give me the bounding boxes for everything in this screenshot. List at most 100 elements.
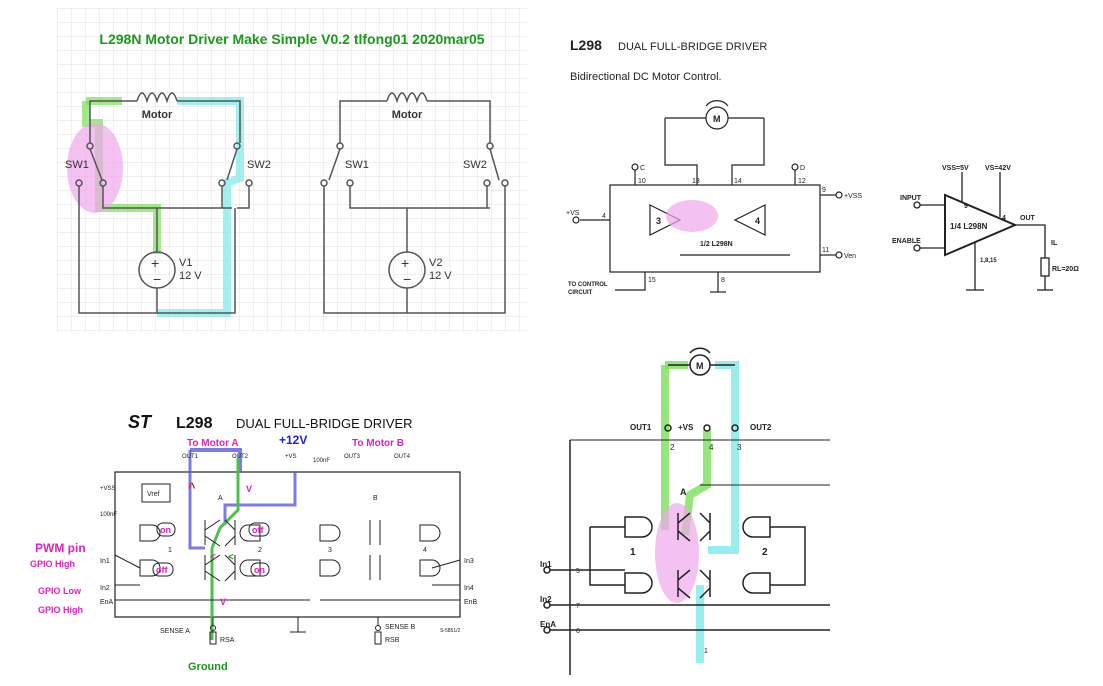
zoom-labels: M OUT1 +VS OUT2 2 4 3 A 1 2 In1 In2 EnA …: [540, 361, 772, 655]
simple-circuit-svg: L298N Motor Driver Make Simple V0.2 tlfo…: [57, 8, 527, 333]
pwm-label: PWM pin: [35, 541, 86, 555]
zoom-pin4: 4: [709, 443, 714, 452]
ena-label: EnA: [100, 599, 114, 606]
in2-label: In2: [100, 585, 110, 592]
right-labels: Motor SW1 SW2 V2 12 V + −: [345, 109, 487, 287]
off1-box: [152, 562, 174, 577]
enb-label: EnB: [464, 599, 478, 606]
pin-10: 10: [638, 178, 646, 185]
vs-label: +VS: [566, 210, 580, 217]
out4-label: OUT4: [394, 454, 411, 460]
bridge-switch-states: on off off on: [152, 522, 270, 577]
vss-label: +VSS: [844, 193, 862, 200]
zoom-gate1: 1: [630, 547, 636, 558]
rsb-label: RSB: [385, 637, 400, 644]
left-motor-label: Motor: [142, 109, 173, 121]
zoom-pin7: 7: [576, 603, 580, 610]
buffer-vss: VSS=5V: [942, 165, 969, 172]
zoom-cyan-right: [708, 361, 739, 554]
datasheet-caption: Bidirectional DC Motor Control.: [570, 71, 722, 83]
buffer-il: IL: [1051, 240, 1058, 247]
bridge-misc-labels: A B 1 2 3 4 In1 In2 EnA In3 In4 EnB SENS…: [100, 495, 478, 644]
right-voltage-label: 12 V: [429, 270, 452, 282]
gpio-high-2-label: GPIO High: [38, 605, 83, 615]
arrow-lt-2: <: [228, 552, 234, 563]
cap1-label: 100nF: [313, 458, 330, 464]
gate1-label: 1: [168, 547, 172, 554]
grid-background: [57, 8, 527, 333]
in1-label: In1: [100, 558, 110, 565]
left-minus-sign: −: [153, 271, 161, 287]
plus12v-label: +12V: [279, 433, 307, 447]
pin-12: 12: [798, 178, 806, 185]
bridge-top-pins: OUT1 OUT2 OUT3 OUT4 +VS +VSS 100nF 100nF: [100, 454, 411, 518]
zoom-pin2: 2: [670, 443, 675, 452]
left-voltage-label: 12 V: [179, 270, 202, 282]
zoom-motor-label: M: [696, 361, 704, 371]
panel-buffer-symbol: VSS=5V VS=42V INPUT ENABLE 1/4 L298N OUT…: [880, 150, 1095, 300]
vref-box: [141, 483, 171, 503]
amp3-highlight: [666, 200, 718, 232]
simple-title: L298N Motor Driver Make Simple V0.2 tlfo…: [99, 31, 484, 47]
datasheet-chip-title: L298: [570, 37, 602, 53]
buffer-out: OUT: [1020, 215, 1036, 222]
panel-zoomed-bridge: M OUT1 +VS OUT2 2 4 3 A 1 2 In1 In2 EnA …: [530, 345, 830, 675]
panel-simple-switch-circuit: L298N Motor Driver Make Simple V0.2 tlfo…: [57, 8, 527, 333]
blue-vs-path: [223, 472, 297, 525]
buffer-vs: VS=42V: [985, 165, 1011, 172]
motor-control-wiring: [572, 100, 843, 293]
zoom-svg: M OUT1 +VS OUT2 2 4 3 A 1 2 In1 In2 EnA …: [540, 347, 830, 675]
gate2-label: 2: [258, 547, 262, 554]
zoom-wiring: [543, 347, 830, 675]
bridge-gates: [114, 519, 461, 645]
blue-left-path: [188, 450, 205, 550]
gate3-label: 3: [328, 547, 332, 554]
zoom-in1: In1: [540, 560, 552, 569]
motor-control-svg: L298 DUAL FULL-BRIDGE DRIVER Bidirection…: [566, 37, 862, 296]
gate4-label: 4: [423, 547, 427, 554]
off2-label: off: [252, 525, 264, 535]
zoom-pin6: 6: [576, 628, 580, 635]
in3-label: In3: [464, 558, 474, 565]
on2-box: [250, 562, 270, 577]
arrow-caret: ^: [188, 480, 196, 495]
sense-b-label: SENSE B: [385, 624, 416, 631]
left-sw1-label: SW1: [65, 159, 89, 171]
on2-label: on: [254, 565, 265, 575]
full-bridge-svg: ST L298 DUAL FULL-BRIDGE DRIVER To Motor…: [30, 412, 478, 673]
zoom-pin5: 5: [576, 568, 580, 575]
gpio-low-label: GPIO Low: [38, 586, 82, 596]
in4-label: In4: [464, 585, 474, 592]
arrow-lt-1: <: [210, 552, 216, 563]
buffer-rl: RL=20Ω: [1052, 266, 1079, 273]
to-motor-b-label: To Motor B: [352, 438, 404, 449]
half-bridge-label: 1/2 L298N: [700, 241, 733, 248]
zoom-bridge-label: A: [680, 487, 687, 497]
buffer-gnd-pins: 1,8,15: [980, 258, 997, 264]
buffer-labels: VSS=5V VS=42V INPUT ENABLE 1/4 L298N OUT…: [892, 165, 1079, 273]
pin-d-label: D: [800, 165, 805, 172]
pin-4: 4: [602, 213, 606, 220]
bridge-chip-title: L298: [176, 415, 213, 432]
right-source-label: V2: [429, 257, 442, 269]
left-source-label: V1: [179, 257, 192, 269]
cap2-label: 100nF: [100, 512, 117, 518]
panel-datasheet-motor-control: L298 DUAL FULL-BRIDGE DRIVER Bidirection…: [560, 30, 870, 310]
pin-14: 14: [734, 178, 742, 185]
code-label: S-5851/2: [440, 628, 461, 634]
motor-label: M: [713, 114, 721, 124]
arrow-v-1: V: [246, 484, 252, 494]
vss-label-bridge: +VSS: [100, 486, 116, 492]
pin-8: 8: [721, 277, 725, 284]
bridge-a-label: A: [218, 495, 223, 502]
zoom-out1-label: OUT1: [630, 423, 652, 432]
ground-label: Ground: [188, 661, 228, 673]
gpio-annotations: PWM pin GPIO High GPIO Low GPIO High Gro…: [30, 480, 252, 673]
bridge-subtitle: DUAL FULL-BRIDGE DRIVER: [236, 416, 413, 431]
datasheet-subtitle: DUAL FULL-BRIDGE DRIVER: [618, 41, 767, 53]
blue-motor-link: [190, 448, 242, 472]
zoom-ena: EnA: [540, 620, 556, 629]
on1-label: on: [160, 525, 171, 535]
to-motor-a-label: To Motor A: [187, 438, 239, 449]
rsa-label: RSA: [220, 637, 235, 644]
